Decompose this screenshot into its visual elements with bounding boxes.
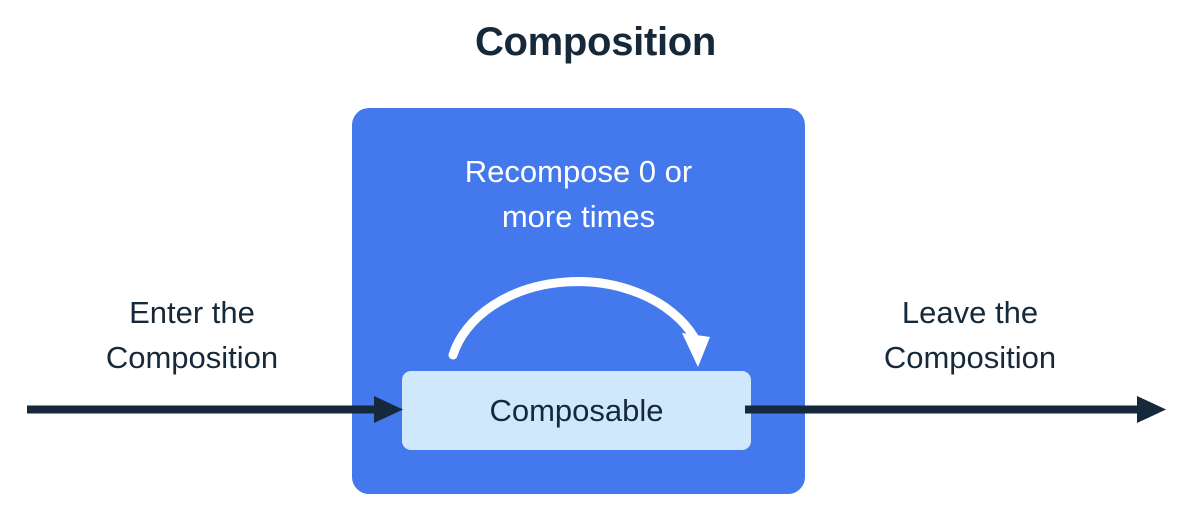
leave-composition-line-1: Leave the (901, 295, 1039, 330)
recompose-caption-line-2: more times (501, 199, 656, 234)
composable-label: Composable (489, 392, 664, 428)
recompose-caption: Recompose 0 or more times (372, 149, 785, 239)
leave-composition-label: Leave the Composition (820, 290, 1120, 380)
enter-composition-line-1: Enter the (129, 295, 255, 330)
page-title: Composition (474, 20, 717, 64)
leave-composition-line-2: Composition (883, 340, 1057, 375)
composable-box: Composable (402, 371, 751, 450)
leave-flow-arrow (745, 396, 1166, 423)
enter-composition-label: Enter the Composition (42, 290, 342, 380)
enter-composition-line-2: Composition (105, 340, 279, 375)
recompose-caption-line-1: Recompose 0 or (464, 154, 693, 189)
